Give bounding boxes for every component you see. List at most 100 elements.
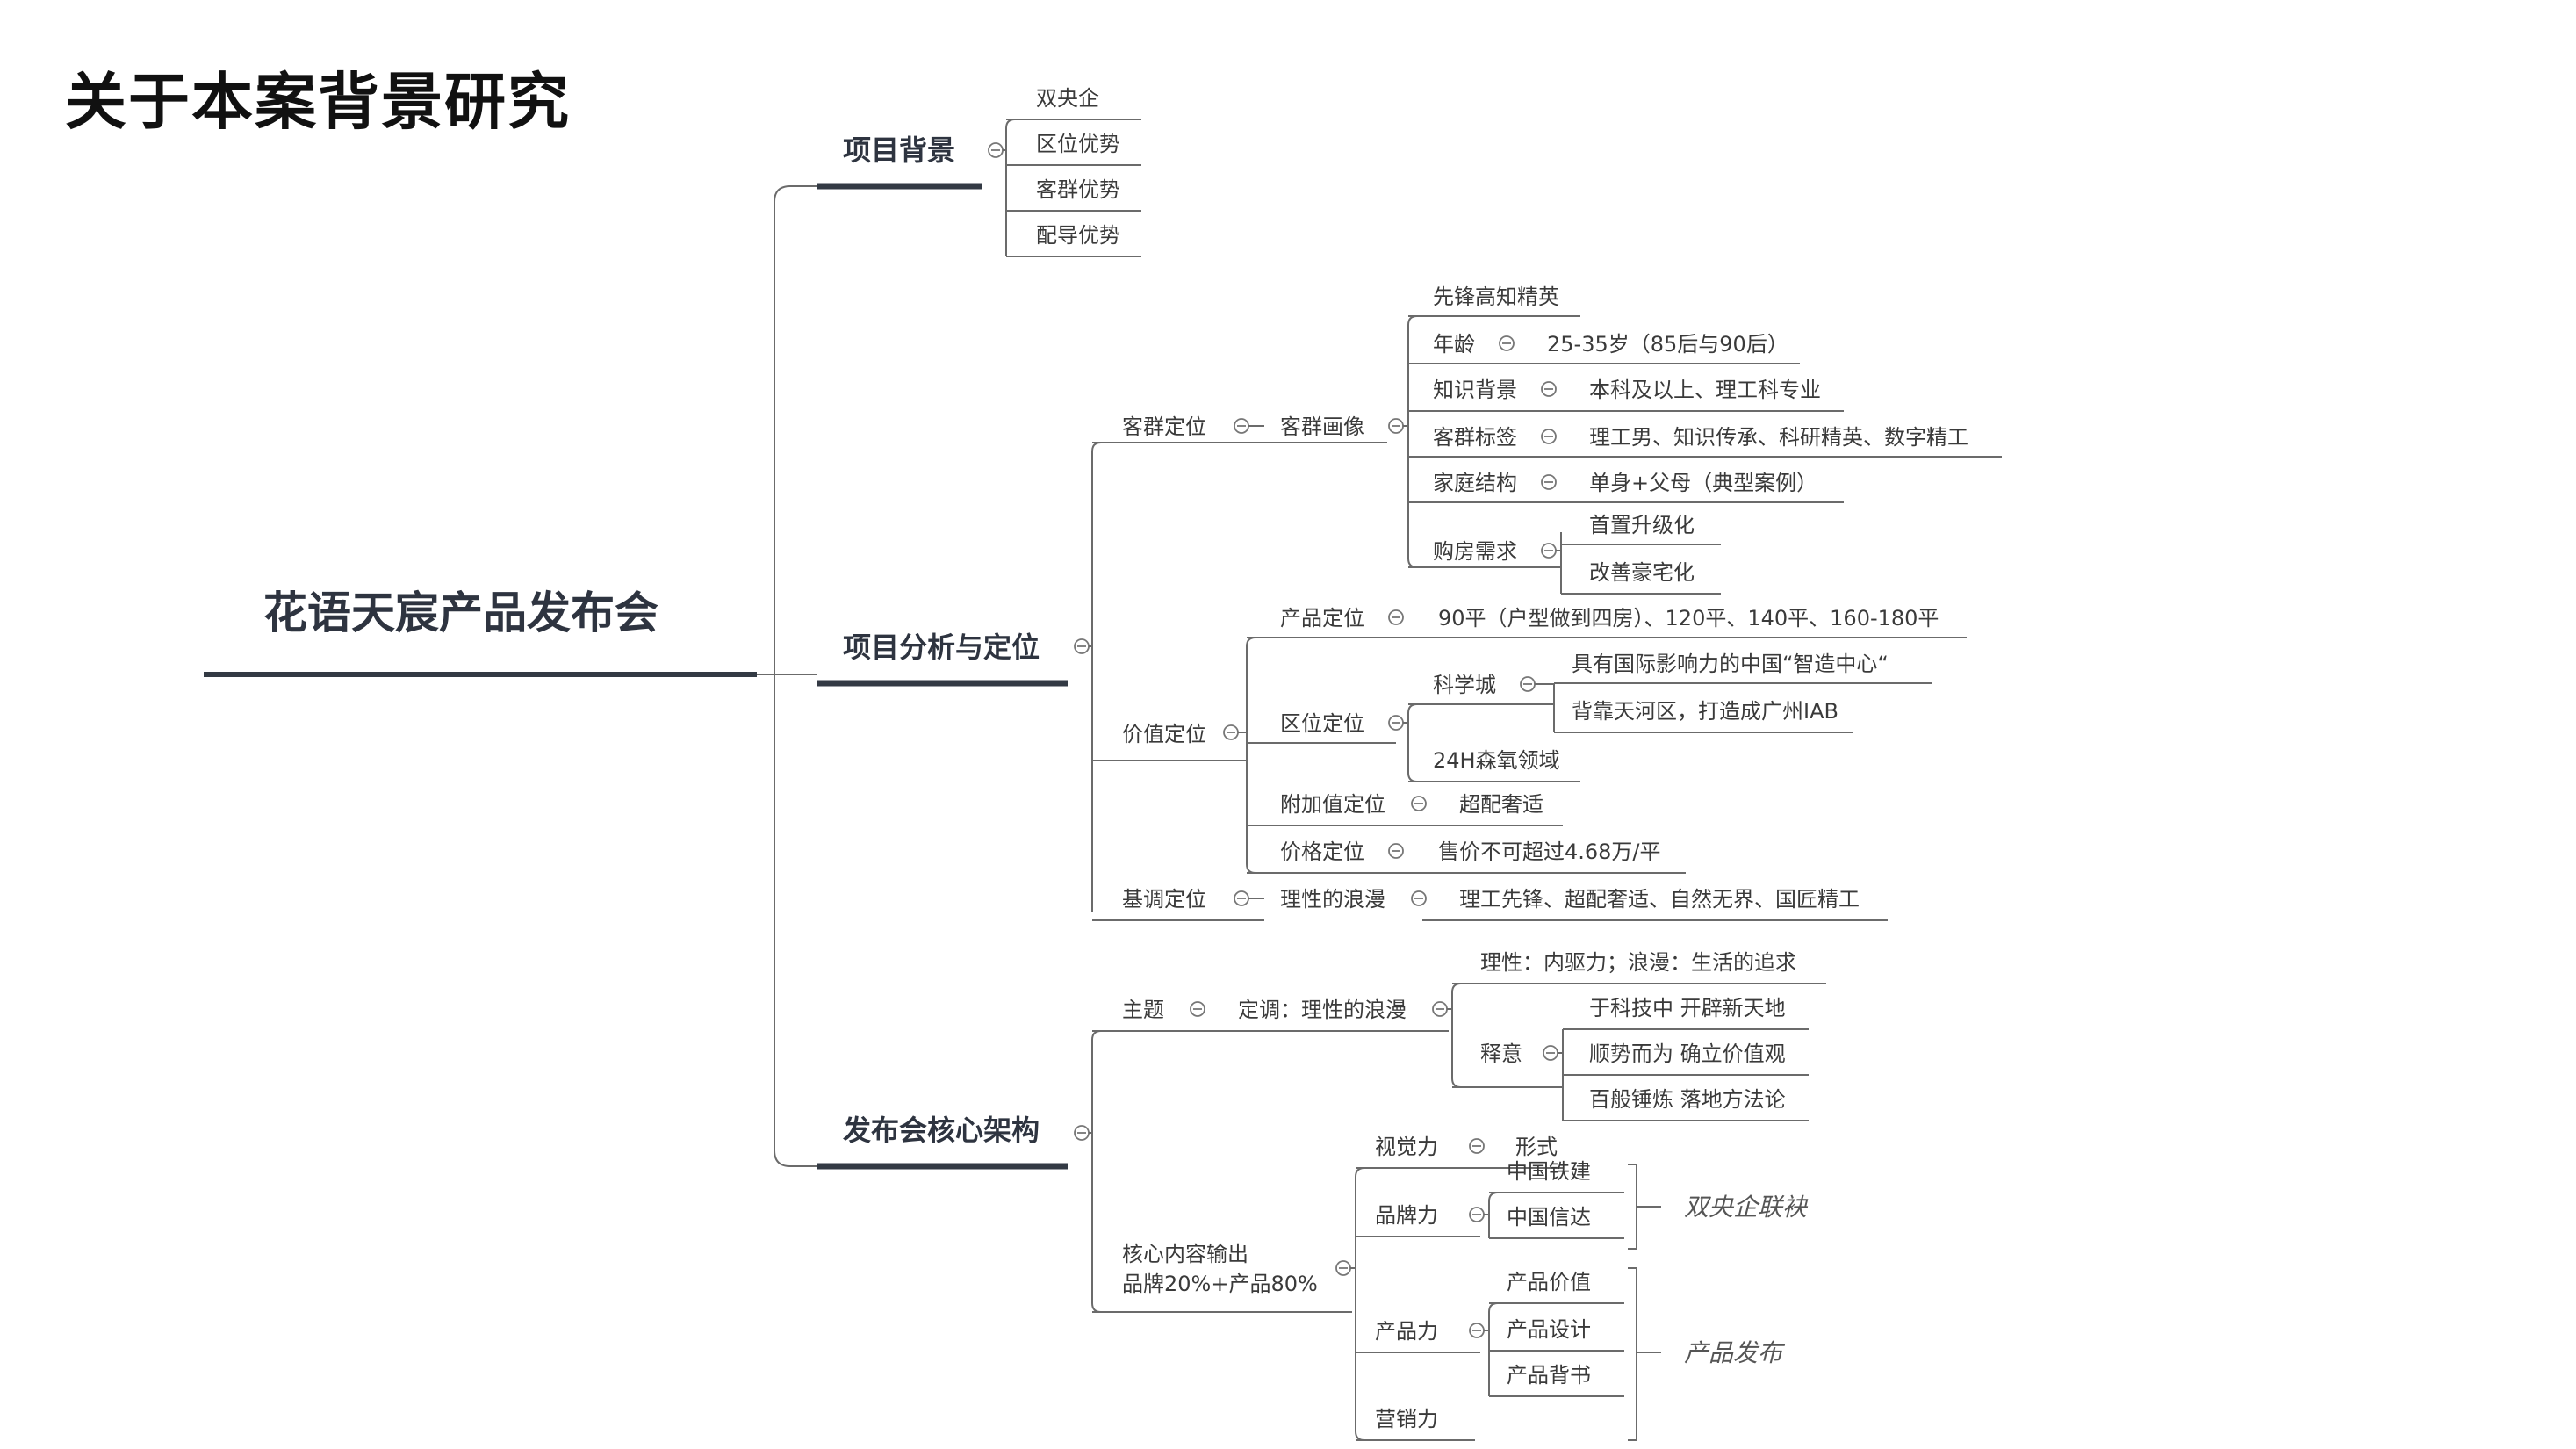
toggle-tone-definition[interactable] bbox=[1432, 1001, 1448, 1017]
node-core-output-line1: 核心内容输出 bbox=[1122, 1242, 1248, 1266]
toggle-customer-portrait[interactable] bbox=[1388, 418, 1404, 434]
node-launch-structure: 发布会核心架构 bbox=[843, 1114, 1040, 1147]
connectors-location bbox=[1403, 703, 1580, 782]
connectors-product bbox=[1484, 1302, 1624, 1397]
leaf-age-value: 25-35岁（85后与90后） bbox=[1547, 332, 1788, 357]
node-age: 年龄 bbox=[1433, 332, 1475, 357]
bracket-brand bbox=[1628, 1164, 1637, 1250]
node-core-output-line2: 品牌20%+产品80% bbox=[1122, 1272, 1318, 1296]
summary-product-launch: 产品发布 bbox=[1684, 1338, 1786, 1367]
toggle-meaning[interactable] bbox=[1543, 1045, 1558, 1061]
bracket-product bbox=[1628, 1267, 1637, 1441]
root-node-label: 花语天宸产品发布会 bbox=[263, 588, 658, 638]
node-customer-positioning: 客群定位 bbox=[1122, 415, 1206, 439]
leaf-product-design: 产品设计 bbox=[1507, 1317, 1591, 1342]
node-customer-portrait: 客群画像 bbox=[1280, 415, 1364, 439]
node-project-analysis: 项目分析与定位 bbox=[843, 631, 1040, 664]
toggle-family[interactable] bbox=[1541, 474, 1557, 490]
leaf-first-upgrade: 首置升级化 bbox=[1589, 513, 1695, 537]
node-tone-definition: 定调：理性的浪漫 bbox=[1238, 998, 1407, 1022]
leaf-visual-form: 形式 bbox=[1515, 1135, 1558, 1159]
node-visual-power: 视觉力 bbox=[1375, 1135, 1438, 1159]
connectors-demand bbox=[1556, 532, 1721, 595]
leaf-vanguard-elite: 先锋高知精英 bbox=[1433, 285, 1559, 309]
leaf-24h-forest: 24H森氧领域 bbox=[1433, 748, 1560, 773]
toggle-demand[interactable] bbox=[1541, 543, 1557, 559]
leaf-knowledge-value: 本科及以上、理工科专业 bbox=[1589, 378, 1821, 402]
toggle-customer-tags[interactable] bbox=[1541, 429, 1557, 444]
node-price-positioning: 价格定位 bbox=[1280, 840, 1364, 864]
leaf-family-value: 单身+父母（典型案例） bbox=[1589, 471, 1817, 495]
connectors-structure bbox=[1089, 1030, 1449, 1313]
node-marketing-power: 营销力 bbox=[1375, 1407, 1438, 1431]
leaf-china-cinda: 中国信达 bbox=[1507, 1205, 1591, 1229]
leaf-added-value: 超配奢适 bbox=[1459, 792, 1543, 817]
leaf-china-railway: 中国铁建 bbox=[1507, 1159, 1591, 1184]
toggle-product-power[interactable] bbox=[1469, 1323, 1485, 1338]
connectors-value-positioning bbox=[1238, 637, 1967, 874]
leaf-meaning-3: 百般锤炼 落地方法论 bbox=[1589, 1087, 1786, 1112]
summary-dual-soe-alliance: 双央企联袂 bbox=[1684, 1193, 1809, 1222]
leaf-price-value: 售价不可超过4.68万/平 bbox=[1438, 840, 1661, 864]
node-product-positioning: 产品定位 bbox=[1280, 606, 1364, 631]
node-value-positioning: 价值定位 bbox=[1122, 722, 1206, 746]
node-brand-power: 品牌力 bbox=[1375, 1203, 1438, 1228]
toggle-value-positioning[interactable] bbox=[1223, 724, 1239, 740]
leaf-tianhe-iab: 背靠天河区，打造成广州IAB bbox=[1572, 699, 1838, 724]
connectors-theme bbox=[1447, 983, 1826, 1088]
leaf-product-value: 产品价值 bbox=[1507, 1270, 1591, 1294]
toggle-brand-power[interactable] bbox=[1469, 1207, 1485, 1222]
leaf-rational-line: 理性：内驱力；浪漫：生活的追求 bbox=[1480, 950, 1796, 975]
node-science-city: 科学城 bbox=[1433, 673, 1496, 697]
toggle-science-city[interactable] bbox=[1520, 676, 1536, 692]
toggle-structure[interactable] bbox=[1074, 1125, 1090, 1141]
page-title: 关于本案背景研究 bbox=[65, 66, 571, 138]
leaf-meaning-2: 顺势而为 确立价值观 bbox=[1589, 1042, 1786, 1066]
root-connectors bbox=[757, 185, 817, 1167]
toggle-core-output[interactable] bbox=[1335, 1260, 1351, 1276]
leaf-tone-value: 理工先锋、超配奢适、自然无界、国匠精工 bbox=[1459, 887, 1860, 912]
connectors-customer-portrait bbox=[1403, 315, 2002, 568]
node-project-background: 项目背景 bbox=[843, 133, 955, 167]
toggle-theme[interactable] bbox=[1190, 1001, 1205, 1017]
connectors-brand bbox=[1484, 1192, 1624, 1239]
leaf-location-advantage: 区位优势 bbox=[1036, 132, 1120, 156]
node-location-positioning: 区位定位 bbox=[1280, 711, 1364, 736]
leaf-product-positioning-value: 90平（户型做到四房）、120平、140平、160-180平 bbox=[1438, 606, 1939, 631]
node-theme: 主题 bbox=[1122, 998, 1164, 1022]
toggle-added-value[interactable] bbox=[1411, 796, 1427, 811]
connectors-background bbox=[1003, 119, 1141, 257]
node-knowledge: 知识背景 bbox=[1433, 378, 1517, 402]
leaf-product-endorsement: 产品背书 bbox=[1507, 1363, 1591, 1388]
node-rational-romance: 理性的浪漫 bbox=[1280, 887, 1385, 912]
toggle-location-positioning[interactable] bbox=[1388, 715, 1404, 731]
toggle-knowledge[interactable] bbox=[1541, 381, 1557, 397]
leaf-customer-advantage: 客群优势 bbox=[1036, 177, 1120, 202]
connectors-meaning bbox=[1558, 1028, 1809, 1121]
node-demand: 购房需求 bbox=[1433, 539, 1517, 564]
toggle-rational-romance[interactable] bbox=[1411, 890, 1427, 906]
node-customer-tags: 客群标签 bbox=[1433, 425, 1517, 450]
node-product-power: 产品力 bbox=[1375, 1319, 1438, 1344]
toggle-age[interactable] bbox=[1499, 335, 1515, 351]
node-added-value: 附加值定位 bbox=[1280, 792, 1385, 817]
toggle-analysis[interactable] bbox=[1074, 638, 1090, 654]
connectors-science-city bbox=[1535, 682, 1932, 733]
leaf-intl-smart-center: 具有国际影响力的中国“智造中心“ bbox=[1572, 652, 1889, 676]
connectors-core bbox=[1350, 1167, 1563, 1441]
toggle-background[interactable] bbox=[988, 142, 1004, 158]
toggle-customer-positioning[interactable] bbox=[1234, 418, 1249, 434]
leaf-supporting-advantage: 配导优势 bbox=[1036, 223, 1120, 248]
node-meaning: 释意 bbox=[1480, 1042, 1522, 1066]
leaf-dual-soe: 双央企 bbox=[1036, 86, 1099, 111]
leaf-meaning-1: 于科技中 开辟新天地 bbox=[1589, 996, 1786, 1020]
connectors-analysis bbox=[1089, 442, 1264, 921]
leaf-luxury-improvement: 改善豪宅化 bbox=[1589, 560, 1695, 585]
toggle-tone-positioning[interactable] bbox=[1234, 890, 1249, 906]
node-tone-positioning: 基调定位 bbox=[1122, 887, 1206, 912]
toggle-visual-power[interactable] bbox=[1469, 1138, 1485, 1154]
toggle-price-positioning[interactable] bbox=[1388, 843, 1404, 859]
toggle-product-positioning[interactable] bbox=[1388, 609, 1404, 625]
node-family: 家庭结构 bbox=[1433, 471, 1517, 495]
